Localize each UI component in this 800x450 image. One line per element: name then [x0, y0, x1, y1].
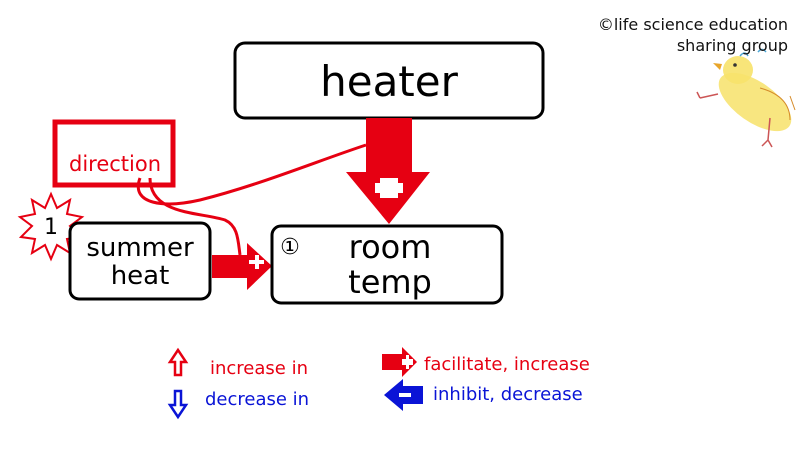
copyright-line1: ©life science education: [597, 15, 788, 34]
inhibit-arrow-icon: [384, 379, 423, 411]
starburst-number: 1: [44, 215, 58, 240]
room-temp-node[interactable]: [270, 224, 504, 305]
legend: increase in decrease in facilitate, incr…: [167, 347, 590, 420]
copyright-line2: sharing group: [676, 36, 788, 55]
summer-heat-label-line1: summer: [86, 233, 194, 263]
copyright-notice: ©life science education sharing group: [598, 14, 788, 56]
room-temp-label-line1: room: [349, 228, 432, 266]
summer-heat-node[interactable]: [68, 221, 212, 301]
heater-label: heater: [320, 57, 459, 106]
room-temp-label-line2: temp: [348, 263, 432, 301]
legend-inhibit-label: inhibit, decrease: [433, 384, 583, 405]
legend-decrease-label: decrease in: [205, 389, 309, 410]
summer-to-room-temp-arrow: [212, 243, 272, 290]
increase-arrow-icon: [167, 347, 189, 377]
legend-facilitate-label: facilitate, increase: [424, 354, 590, 375]
direction-callout: [52, 119, 176, 188]
decrease-arrow-icon: [167, 389, 189, 420]
facilitate-arrow-icon: [382, 347, 417, 377]
heater-to-room-temp-arrow: [346, 118, 430, 224]
room-temp-marker: ①: [280, 235, 300, 260]
legend-increase-label: increase in: [210, 358, 308, 379]
summer-heat-label-line2: heat: [111, 261, 170, 291]
direction-label: direction: [69, 152, 161, 176]
chick-illustration: [696, 48, 796, 148]
direction-line-to-heater-arrow: [136, 143, 367, 206]
direction-line-to-summer-arrow: [148, 177, 242, 256]
starburst-badge: 1: [17, 191, 85, 262]
